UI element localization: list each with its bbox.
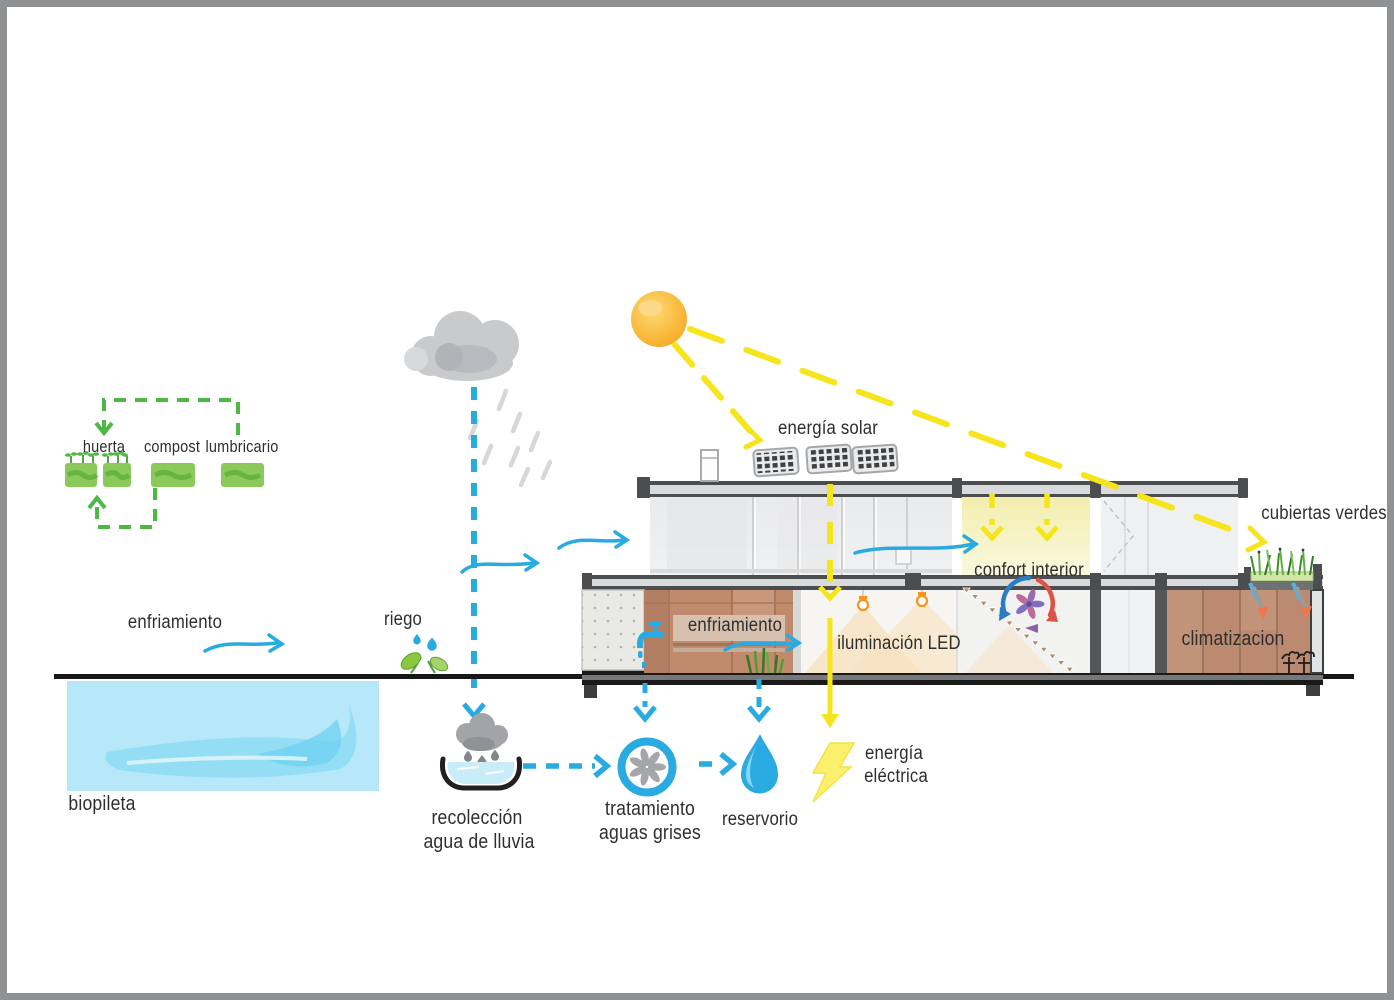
reservoir-flow-arrow: [747, 679, 771, 723]
plant-icon: [1281, 650, 1315, 673]
reservorio-label: reservorio: [721, 809, 799, 830]
concrete-wall: [581, 589, 645, 671]
grass-icon: [1250, 547, 1314, 576]
tratamiento-label-1: tratamiento: [605, 798, 695, 820]
garden-cycle-loop: [87, 398, 240, 529]
energia-electrica-label-2: eléctrica: [864, 766, 928, 787]
lumbricario-label: lumbricario: [205, 438, 279, 456]
garden-bed-icon: [65, 451, 264, 487]
tratamiento-label-2: aguas grises: [599, 822, 701, 844]
iluminacion-room: [801, 590, 994, 673]
enfriamiento-house-label: enfriamiento: [687, 615, 783, 636]
electric-line: [818, 484, 842, 728]
rain-collection-icon: [439, 713, 523, 791]
lower-right-room: [1101, 590, 1157, 673]
riego-leaves-icon: [400, 634, 449, 674]
sun-ray-to-panels: [672, 342, 765, 450]
biopileta-label: biopileta: [68, 793, 136, 815]
upper-floor-confort-room: [962, 497, 1090, 575]
upper-floor-right-room: [1101, 497, 1238, 575]
grass-icon: [745, 647, 785, 674]
energia-electrica-label-1: energía: [865, 743, 923, 764]
light-cone: [965, 625, 1053, 673]
led-bulb-icon: [856, 590, 929, 612]
upper-floor-glass: [650, 497, 952, 575]
solar-panel-icon: [752, 443, 899, 478]
sun-ray-to-green-roof: [687, 326, 1269, 553]
flow-arrow-treatment-to-reservoir: [699, 751, 738, 777]
solar-gain-arrows: [980, 494, 1059, 542]
interior-wall: [1155, 590, 1167, 673]
sun-icon: [631, 291, 687, 347]
enfriamiento-room: [644, 590, 801, 673]
chimney: [700, 449, 719, 482]
recoleccion-label-1: recolección: [431, 807, 523, 829]
ceiling-fan-icon: [999, 575, 1058, 633]
house-foundation: [582, 669, 1323, 698]
lightning-icon: [811, 742, 856, 803]
enfriamiento-site-label: enfriamiento: [127, 612, 223, 633]
recoleccion-label-2: agua de lluvia: [423, 831, 535, 853]
rain-cloud-icon: [404, 311, 553, 488]
airflow-arrows: [203, 530, 980, 653]
interior-wall: [1090, 590, 1101, 673]
reservoir-drop-icon: [741, 734, 778, 794]
greywater-flow-arrow: [633, 683, 657, 723]
wall-panel: [895, 547, 912, 565]
floor-slab: [582, 573, 1323, 590]
rain-streaks: [467, 388, 553, 488]
confort-interior-label: confort interior: [974, 560, 1084, 581]
huerta-label: huerta: [82, 438, 126, 456]
diagram-artwork: [54, 291, 1354, 803]
climatizacion-arrows: [1248, 582, 1312, 620]
faucet-icon: [637, 622, 664, 673]
ground-line: [54, 674, 1354, 679]
iluminacion-led-label: iluminación LED: [837, 633, 961, 654]
rainwater-flow-arrow: [462, 387, 486, 720]
house-roof: [637, 477, 1248, 498]
compost-label: compost: [143, 438, 201, 456]
climatizacion-label: climatizacion: [1181, 628, 1285, 650]
flow-arrow-collection-to-treatment: [523, 753, 612, 779]
greywater-treatment-icon: [617, 737, 677, 797]
riego-label: riego: [383, 609, 423, 630]
energia-solar-label: energía solar: [778, 418, 878, 439]
confort-lower-room: [956, 590, 1090, 673]
cubiertas-verdes-label: cubiertas verdes: [1261, 503, 1387, 524]
door-swing-icon: [1103, 500, 1134, 572]
biopileta-pond: [67, 681, 379, 791]
